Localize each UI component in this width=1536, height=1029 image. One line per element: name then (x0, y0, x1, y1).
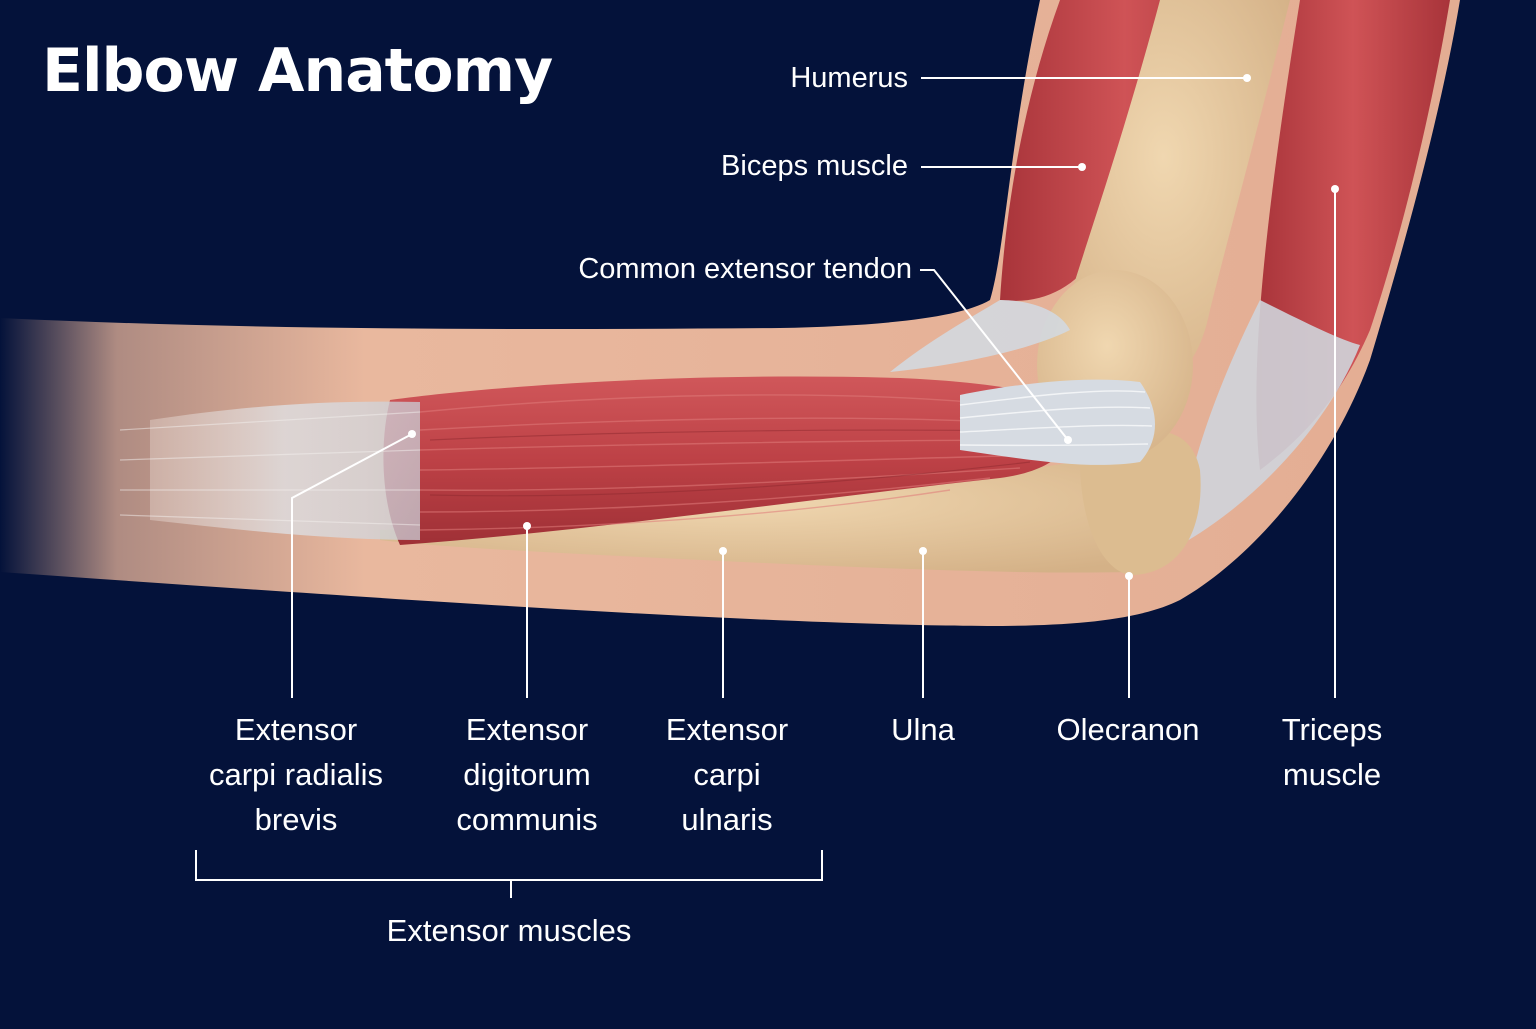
leader-dots (408, 74, 1339, 580)
label-olecranon: Olecranon (1056, 712, 1200, 747)
extensor-bracket (195, 850, 823, 881)
triceps-tendon-shape (1180, 300, 1360, 545)
biceps-tendon-shape (890, 300, 1070, 372)
olecranon-shape (1080, 431, 1201, 575)
label-biceps-muscle: Biceps muscle (721, 150, 908, 182)
distal-tendon-shape (150, 401, 420, 540)
leader-lines (195, 77, 1336, 898)
label-common-extensor-tendon: Common extensor tendon (578, 253, 912, 285)
label-ulna: Ulna (891, 712, 955, 747)
tendon-leader (920, 269, 1069, 441)
label-extensor-muscles: Extensor muscles (386, 913, 632, 948)
diagram-title: Elbow Anatomy (42, 36, 553, 106)
common-extensor-tendon-shape (960, 379, 1155, 465)
ulna-shape (380, 454, 1193, 573)
label-humerus: Humerus (790, 62, 908, 94)
ecrb-leader (291, 433, 413, 698)
